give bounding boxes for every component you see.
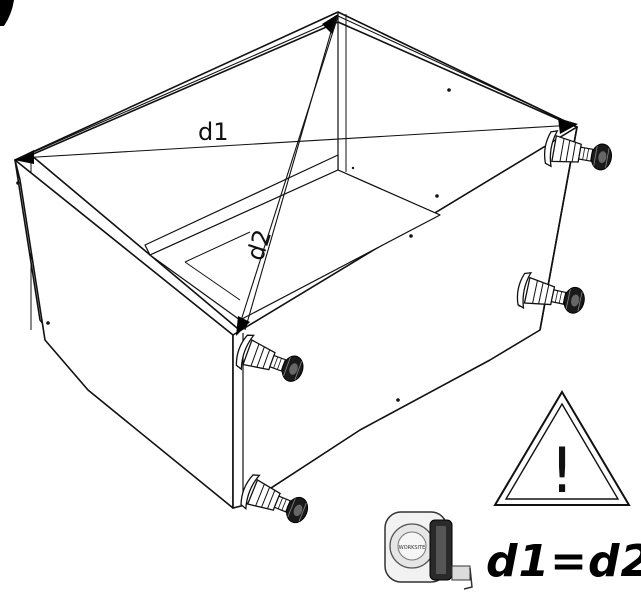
warning-triangle-icon: ! — [493, 390, 631, 507]
diagonal-d2 — [236, 15, 339, 336]
diagonal-d1-cross — [19, 14, 575, 159]
cabinet-carcass — [14, 11, 578, 509]
tape-measure-icon: WORKSITE — [384, 511, 473, 590]
equality-rule: d1=d2 — [486, 536, 641, 587]
figure-number-fragment — [0, 0, 14, 26]
tape-brand: WORKSITE — [399, 545, 426, 551]
label-d1: d1 — [198, 118, 229, 146]
warning-exclamation: ! — [550, 434, 575, 507]
